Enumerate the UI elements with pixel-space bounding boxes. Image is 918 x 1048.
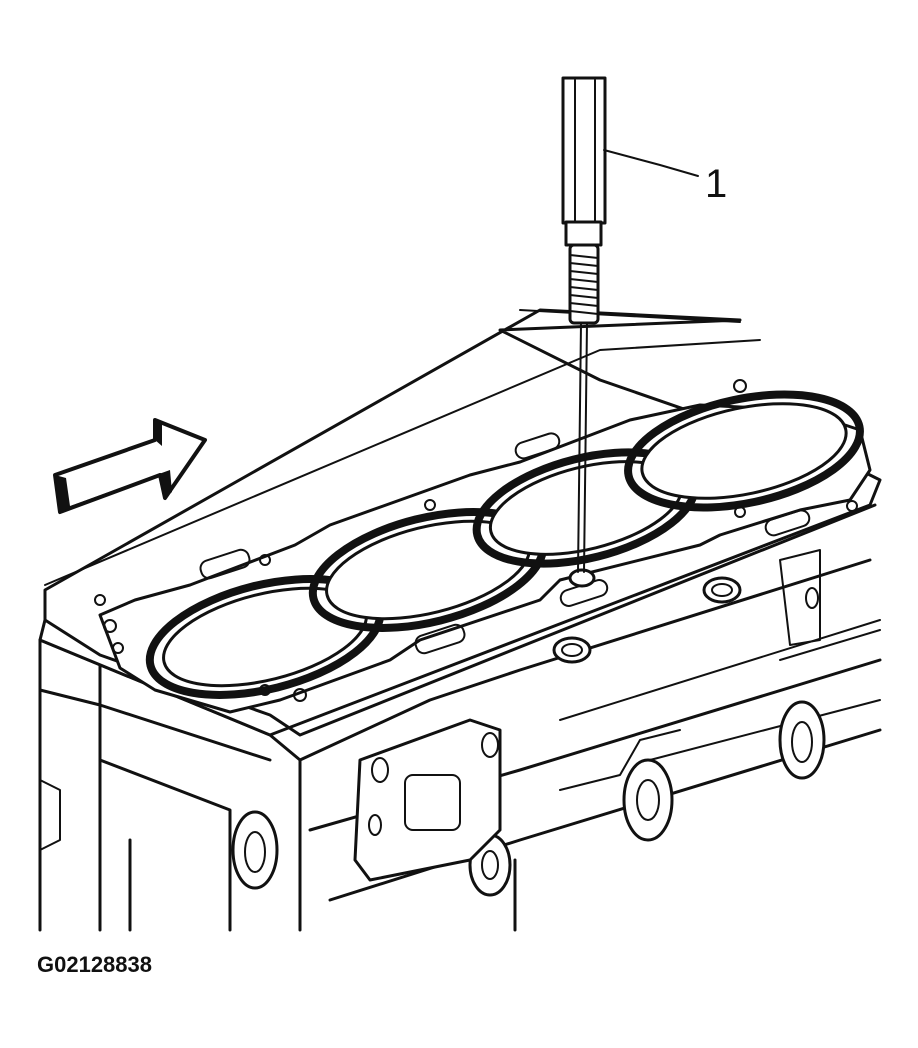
thread-tap-tool <box>561 76 607 573</box>
head-bolt-holes <box>552 568 742 664</box>
head-gasket <box>94 379 872 714</box>
callout-1-label: 1 <box>705 162 727 206</box>
engine-block-body <box>38 549 882 932</box>
callout-1: 1 <box>603 149 727 206</box>
figure-id-label: G02128838 <box>37 952 152 977</box>
direction-arrow-icon <box>53 418 207 514</box>
cylinder-bore-4 <box>624 390 864 512</box>
